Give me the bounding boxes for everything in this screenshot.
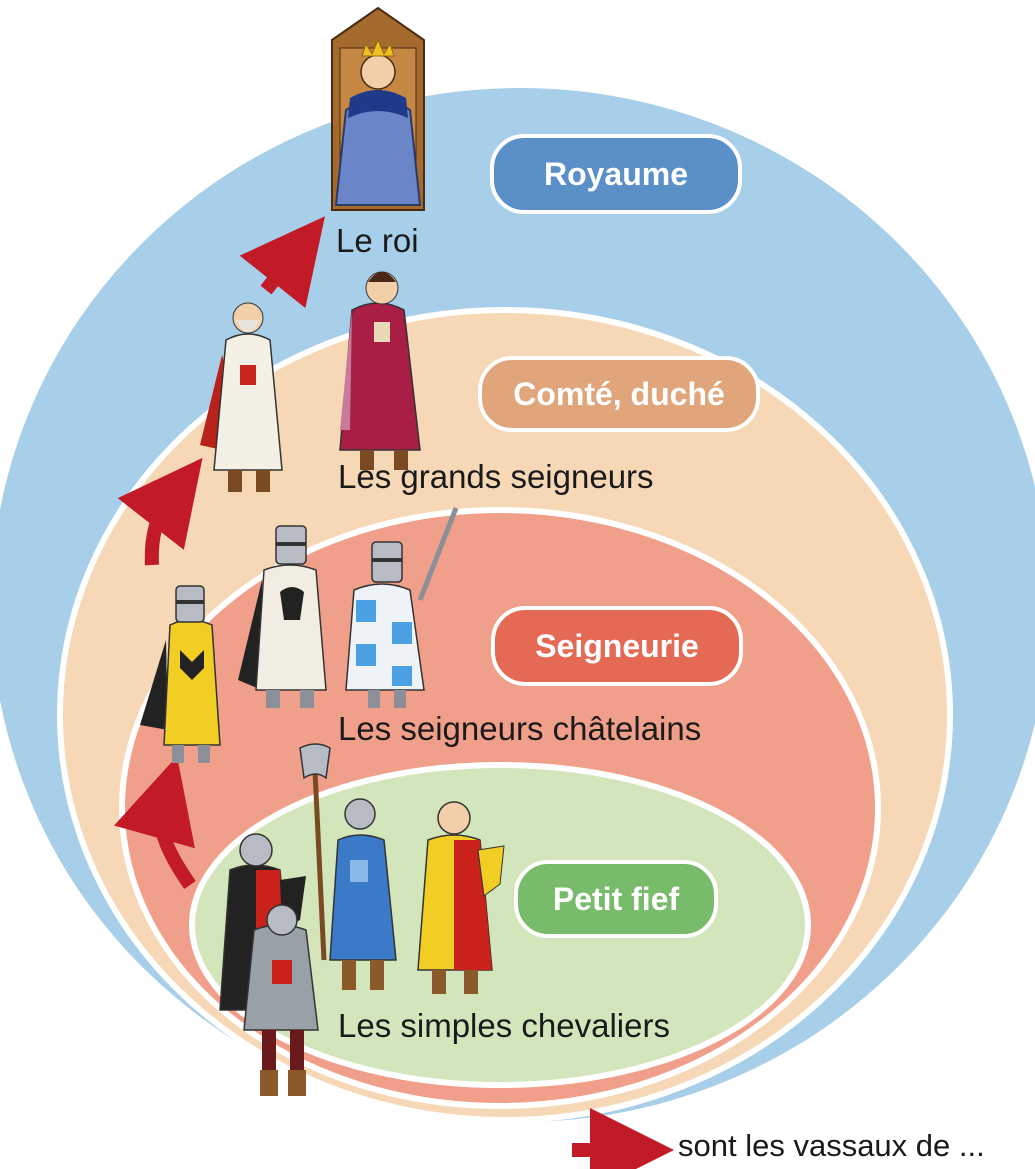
knight-yellow-red-figure [417, 801, 505, 994]
tier-label-royaume: Royaume [543, 155, 689, 192]
great-lord-red-figure [339, 271, 421, 470]
rank-label-roi: Le roi [336, 222, 419, 259]
tier-label-seigneurie: Seigneurie [535, 627, 699, 664]
vassal-arrow-castellans [117, 457, 203, 566]
tier-badge-petit-fief: Petit fief [514, 860, 718, 938]
castellan-white-figure [238, 525, 327, 708]
knight-grey-figure [243, 904, 319, 1096]
tier-badge-royaume: Royaume [490, 134, 742, 214]
castellan-yellow-figure [140, 585, 221, 763]
knight-blue-axe-figure [299, 743, 397, 990]
vassal-arrow-great-lords [239, 216, 325, 309]
castellan-blue-figure [345, 507, 459, 708]
tier-badge-comte-duche: Comté, duché [478, 356, 760, 432]
tier-label-comte-duche: Comté, duché [513, 375, 725, 412]
king-figure [331, 6, 425, 211]
tier-label-petit-fief: Petit fief [552, 880, 680, 917]
great-lord-white-figure [200, 302, 283, 492]
rank-label-simples-chevaliers: Les simples chevaliers [338, 1007, 670, 1044]
legend-text: sont les vassaux de ... [678, 1128, 985, 1163]
tier-badge-seigneurie: Seigneurie [491, 606, 743, 686]
vassal-arrow-knights [114, 756, 196, 890]
rank-label-grands-seigneurs: Les grands seigneurs [338, 458, 654, 495]
rank-label-seigneurs-chatelains: Les seigneurs châtelains [338, 710, 702, 747]
